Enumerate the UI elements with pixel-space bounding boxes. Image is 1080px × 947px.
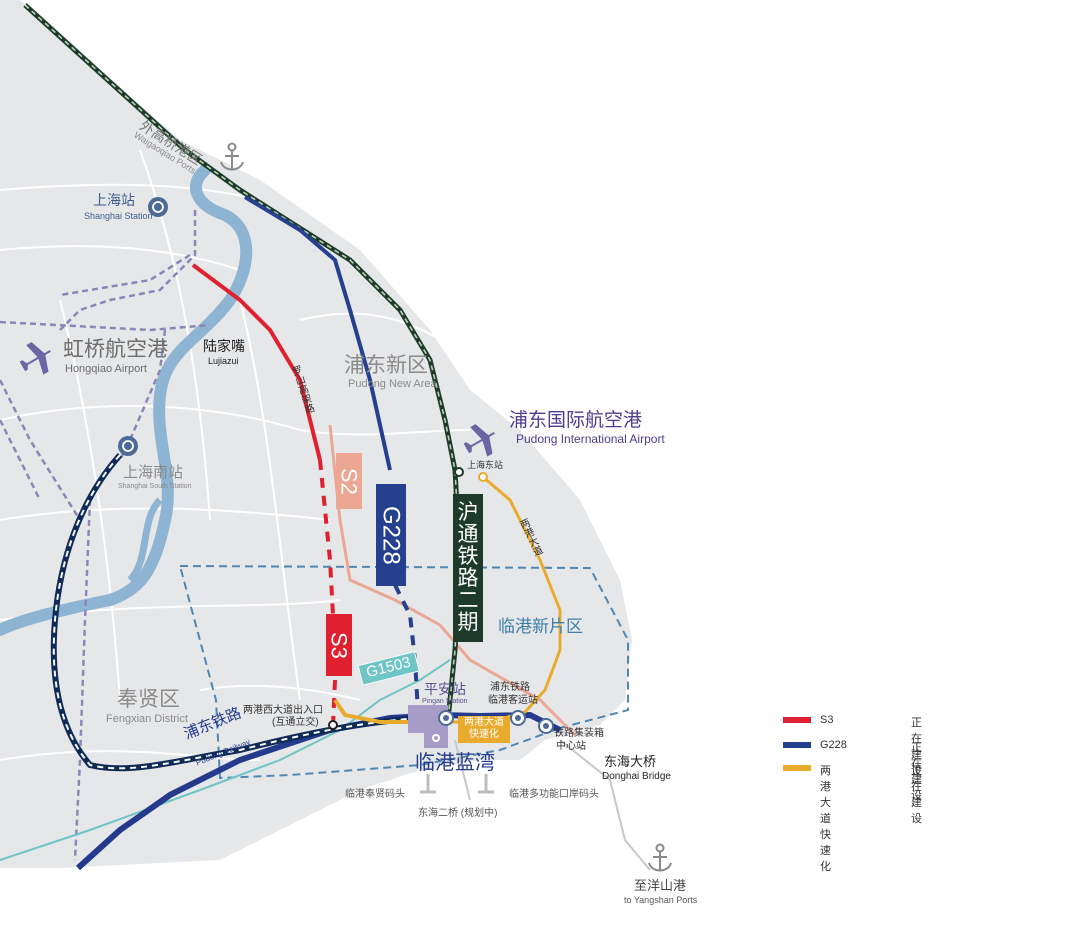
legend-status-g228: 正在建设	[911, 742, 922, 802]
g1503-route-line	[0, 659, 451, 861]
legend-status-express: 正在建设	[911, 765, 922, 825]
rail-station-icon	[510, 710, 526, 726]
pingan-cn: 平安站	[424, 681, 466, 697]
airplane-icon	[463, 424, 495, 457]
fengxian-wharf-label: 临港奉贤码头	[345, 789, 405, 800]
river-branch	[127, 497, 163, 583]
shanghai-station-cn: 上海站	[93, 192, 135, 208]
shanghai-south-en: Shanghai South Station	[118, 483, 192, 490]
shanghai-east-express-dot	[478, 472, 488, 482]
west-exit-interchange-dot	[328, 720, 338, 730]
hongqiao-en: Hongqiao Airport	[65, 363, 147, 375]
wharf-markers	[420, 774, 494, 794]
shanghai-station-en: Shanghai Station	[84, 211, 153, 221]
s2-label-text: S2	[336, 467, 362, 495]
rail-station-icon	[148, 197, 168, 217]
shanghai-east-label: 上海东站	[467, 460, 504, 470]
anchor-icon	[220, 142, 244, 171]
anchor-icon	[648, 843, 672, 872]
legend-name-s3: S3	[820, 714, 834, 726]
hutong-char-4: 二	[457, 589, 479, 613]
donghai-bridge-cn: 东海大桥	[604, 754, 657, 769]
rail-station-icon	[438, 710, 454, 726]
donghai-bridge-en: Donghai Bridge	[602, 771, 671, 782]
donghai-bridge2-road	[454, 739, 471, 801]
s3-route-line-dashed-lower	[331, 679, 337, 726]
hutong-char-1: 通	[457, 522, 479, 546]
legend-swatch-g228	[783, 742, 811, 748]
s2-route-label: S2	[336, 453, 362, 509]
pudong-new-area-en: Pudong New Area	[348, 378, 437, 390]
pudong-railway-dash-line-inner	[52, 454, 421, 770]
fengxian-cn: 奉贤区	[117, 688, 180, 711]
airplane-icon	[19, 342, 51, 375]
g228-route-line-dashed	[393, 584, 420, 713]
pudong-airport-en: Pudong International Airport	[516, 432, 665, 446]
s3-route-label: S3	[326, 614, 352, 676]
legend-name-express: 两港大道快速化	[820, 765, 831, 873]
shanghai-east-station-dot	[454, 467, 464, 477]
metro-lines	[0, 210, 211, 861]
lingang-bay-label: 临港蓝湾	[415, 752, 495, 774]
g228-label-text: G228	[377, 505, 405, 565]
pudong-airport-cn: 浦东国际航空港	[509, 410, 643, 431]
pudong-new-area-cn: 浦东新区	[344, 354, 428, 377]
hutong-railway-label: 沪 通 铁 路 二 期	[453, 494, 483, 642]
yangshan-bridge-road	[559, 739, 651, 871]
rail-station-icon	[118, 436, 138, 456]
rail-station-icon	[538, 718, 554, 734]
express-label-line1: 两港大道	[464, 717, 504, 728]
lujiazui-cn: 陆家嘴	[203, 338, 245, 354]
hutong-char-0: 沪	[457, 500, 479, 524]
lingang-area-label: 临港新片区	[498, 617, 583, 636]
yangshan-cn: 至洋山港	[634, 878, 687, 893]
west-exit-label-2: (互通立交)	[272, 717, 319, 728]
rivers	[0, 164, 253, 636]
g228-route-line	[243, 195, 392, 471]
s3-label-text: S3	[326, 631, 352, 659]
express-label-line2: 快速化	[469, 729, 499, 740]
container-center-2: 中心站	[556, 741, 586, 752]
donghai-bridge2-label: 东海二桥 (规划中)	[418, 808, 498, 819]
fengxian-en: Fengxian District	[106, 713, 188, 725]
hutong-char-2: 铁	[457, 544, 479, 568]
g228-route-label: G228	[376, 484, 406, 586]
legend-name-g228: G228	[820, 739, 847, 751]
legend-swatch-express	[783, 765, 811, 771]
container-center-1: 铁路集装箱	[554, 728, 604, 739]
s2-route-line	[328, 424, 577, 737]
hutong-char-5: 期	[457, 611, 479, 635]
pudong-rail-passenger-2: 临港客运站	[488, 695, 538, 706]
express-label-box: 两港大道 快速化	[458, 716, 510, 743]
shanghai-south-cn: 上海南站	[123, 464, 184, 481]
west-exit-label-1: 两港西大道出入口	[243, 705, 323, 716]
yangshan-en: to Yangshan Ports	[624, 895, 698, 905]
lujiazui-en: Lujiazui	[208, 356, 239, 366]
legend-status-s3: 正在建设	[911, 717, 922, 777]
multi-wharf-label: 临港多功能口岸码头	[509, 789, 599, 800]
pingan-en: Pingan Station	[422, 698, 468, 705]
hongqiao-cn: 虹桥航空港	[63, 338, 168, 361]
s3-route-line	[191, 263, 322, 461]
legend-swatch-s3	[783, 717, 811, 723]
pudong-rail-passenger-1: 浦东铁路	[490, 682, 530, 693]
hutong-char-3: 路	[457, 567, 479, 590]
map-pin-icon	[432, 734, 440, 742]
lianggang-express-west	[333, 698, 420, 724]
